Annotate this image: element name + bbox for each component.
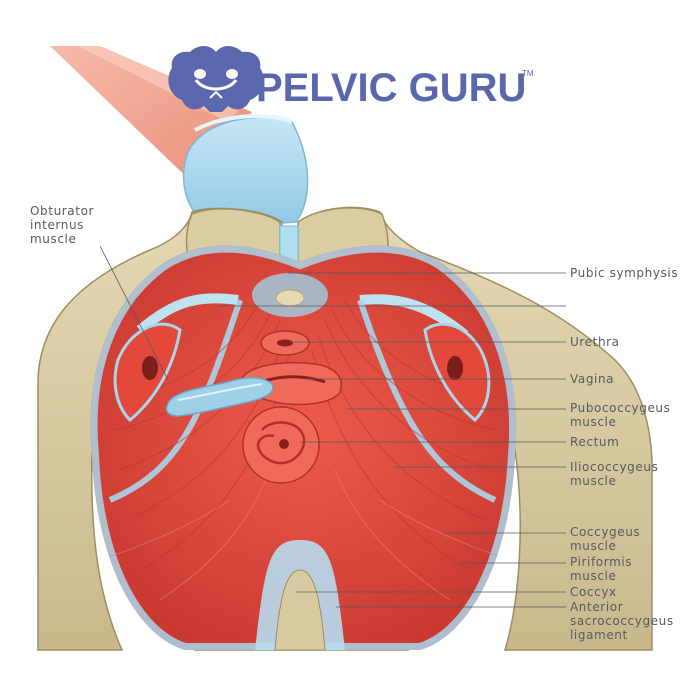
label-coccyx: Coccyx bbox=[570, 585, 617, 599]
label-pubic-symphysis: Pubic symphysis bbox=[570, 266, 678, 280]
label-anterior-sacrococcygeus: Anterior sacrococcygeus ligament bbox=[570, 600, 678, 642]
label-vagina: Vagina bbox=[570, 372, 614, 386]
label-rectum: Rectum bbox=[570, 435, 619, 449]
label-obturator-internus: Obturator internus muscle bbox=[30, 204, 98, 246]
rectum-folds bbox=[256, 421, 306, 465]
pelvis-logo-icon bbox=[168, 46, 264, 112]
urethra-opening bbox=[277, 339, 293, 347]
label-piriformis: Piriformis muscle bbox=[570, 555, 637, 583]
brand-logo: PELVIC GURU TM bbox=[168, 46, 534, 112]
leader-lines bbox=[99, 245, 566, 608]
brand-trademark: TM bbox=[522, 69, 534, 78]
rectum-opening bbox=[279, 439, 289, 449]
brand-name: PELVIC GURU bbox=[256, 66, 526, 110]
label-urethra: Urethra bbox=[570, 335, 620, 349]
label-pubococcygeus: Pubococcygeus muscle bbox=[570, 401, 675, 429]
anatomy-labels: Obturator internus muscle Pubic symphysi… bbox=[30, 204, 678, 642]
label-coccygeus: Coccygeus muscle bbox=[570, 525, 645, 553]
pelvic-floor-muscles bbox=[90, 245, 517, 650]
finger-highlight bbox=[177, 383, 263, 401]
label-iliococcygeus: Iliococcygeus muscle bbox=[570, 460, 663, 488]
obturator-left-hole bbox=[142, 356, 158, 380]
leader-obturator-internus bbox=[99, 245, 169, 381]
glove-cuff bbox=[182, 116, 309, 229]
glove-cuff-rim bbox=[194, 114, 293, 132]
obturator-right-hole bbox=[447, 356, 463, 380]
